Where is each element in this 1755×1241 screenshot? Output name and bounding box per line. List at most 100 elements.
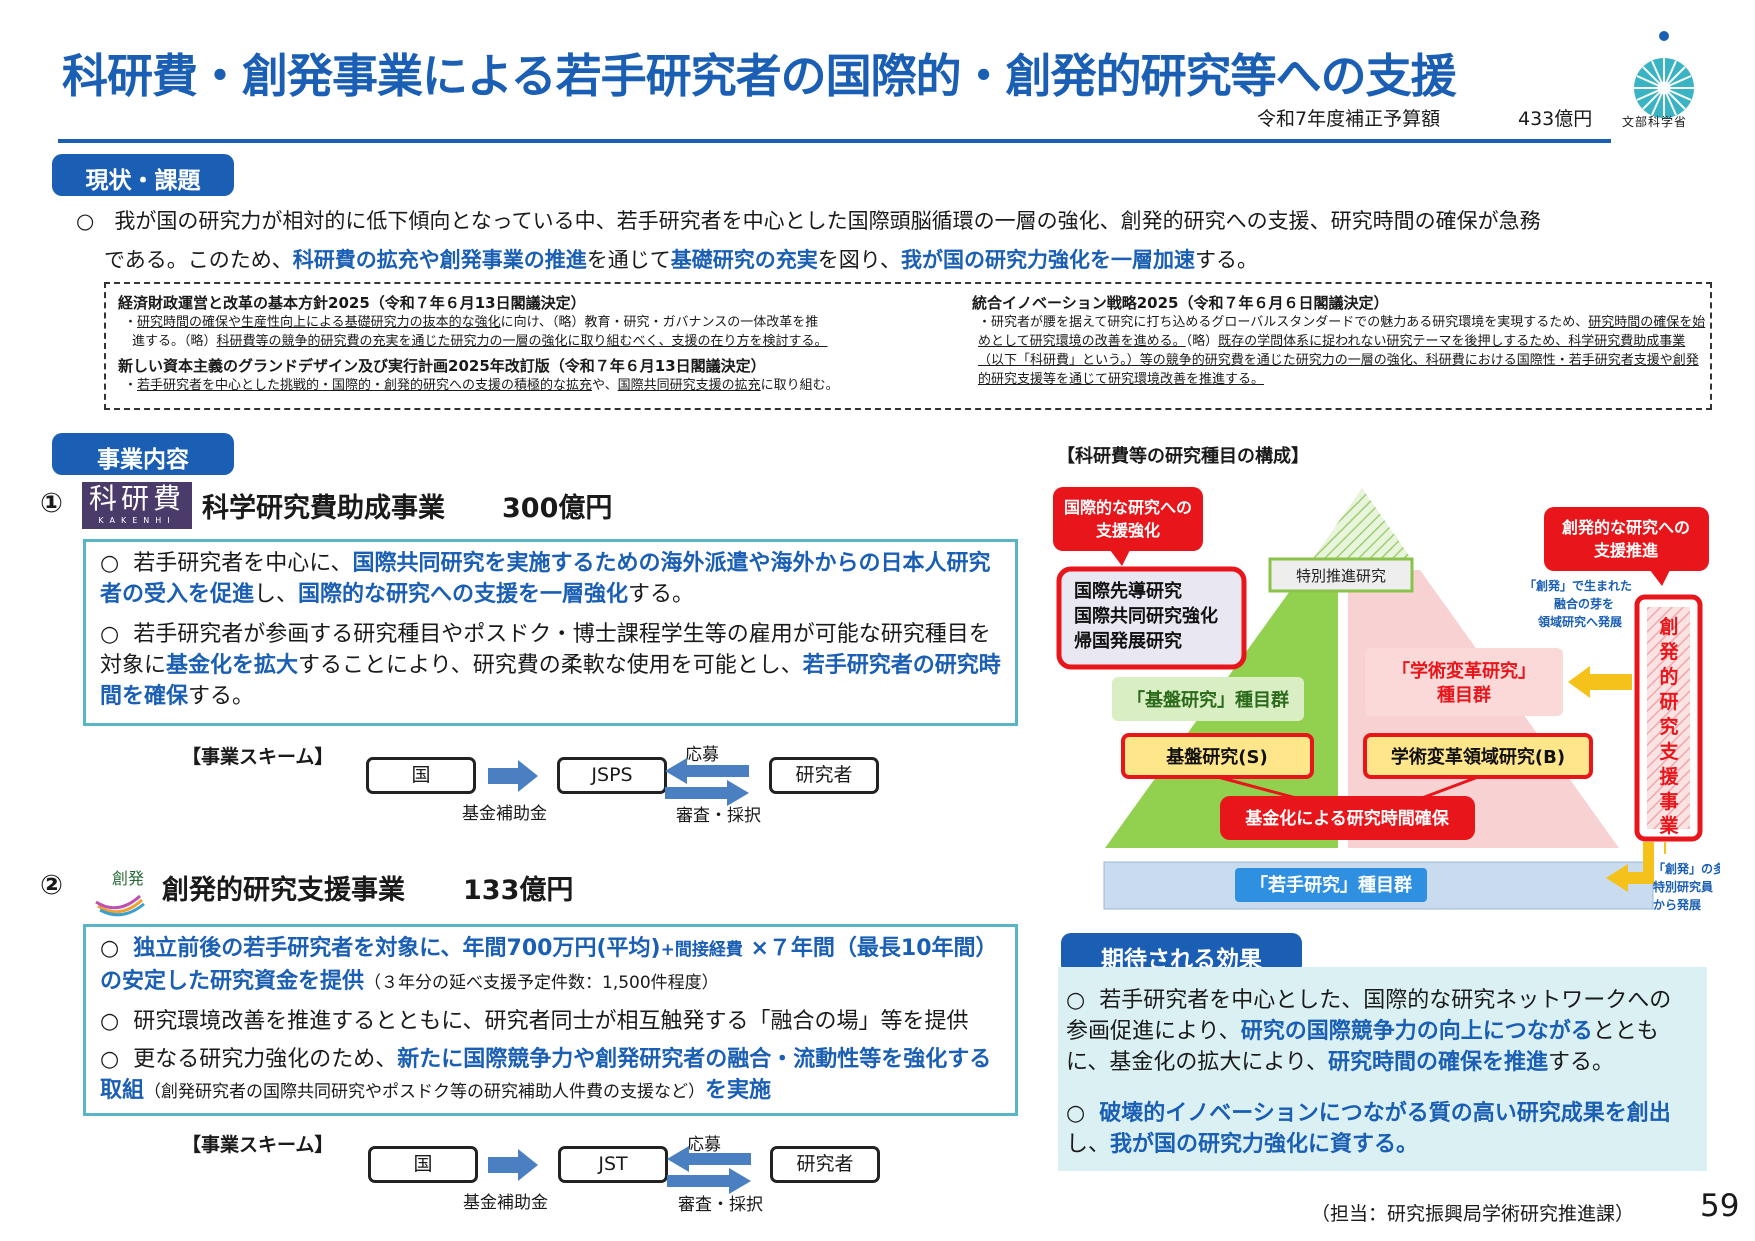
budget-label: 令和7年度補正予算額 [1257, 108, 1441, 130]
special-label-box [1268, 557, 1414, 593]
program-1-title: 科学研究費助成事業 [202, 493, 445, 524]
scheme-2-to-box: 研究者 [770, 1146, 880, 1183]
sohatsu-support-bubble [1544, 507, 1709, 571]
kiban-group-box [1112, 677, 1304, 721]
souhatsu-logo-text: 創発 [112, 869, 144, 888]
arrow-up-left-icon [1606, 842, 1654, 892]
arrow-left-icon [1568, 666, 1632, 698]
arrow-left-icon [667, 1146, 751, 1172]
program-2-details: ○ 独立前後の若手研究者を対象に、年間700万円(平均)+間接経費 ×７年間（最… [83, 924, 1018, 1116]
intl-list-item-1: 国際先導研究 [1074, 580, 1182, 602]
scheme-1-review: 審査・採択 [676, 806, 761, 826]
intro-text-5: する。 [1194, 248, 1258, 272]
arrow-right-icon [488, 760, 538, 792]
svg-text:援: 援 [1659, 765, 1679, 788]
souhatsu-logo-icon: 創発 [95, 869, 145, 917]
policy-2-title: 新しい資本主義のグランドデザイン及び実行計画2025年改訂版（令和７年６月13日… [118, 357, 766, 375]
bullet: ○ [76, 209, 95, 233]
intro-text: ○ 我が国の研究力が相対的に低下傾向となっている中、若手研究者を中心とした国際頭… [76, 202, 1686, 280]
intl-list-item-3: 帰国発展研究 [1074, 630, 1182, 652]
effect-2: ○ 破壊的イノベーションにつながる質の高い研究成果を創出し、我が国の研究力強化に… [1066, 1101, 1671, 1157]
sohatsu-note-2: 融合の芽を [1554, 596, 1614, 611]
intro-text-1: 我が国の研究力が相対的に低下傾向となっている中、若手研究者を中心とした国際頭脳循… [114, 209, 1541, 233]
scheme-1-mid-box: JSPS [557, 757, 667, 794]
intl-support-text: 国際的な研究への [1064, 498, 1192, 517]
title-divider [58, 139, 1611, 143]
intro-text-2: である。このため、 [104, 248, 293, 272]
scheme-1-label: 【事業スキーム】 [182, 746, 334, 768]
ministry-logo-icon [1634, 31, 1694, 118]
section-tag-content: 事業内容 [52, 433, 234, 475]
kiban-group-label: 「基盤研究」種目群 [1127, 689, 1289, 711]
policy-1-text: ・研究時間の確保や生産性向上による基礎研究力の抜本的な強化に向け、（略）教育・研… [124, 315, 828, 349]
effects-box: ○ 若手研究者を中心とした、国際的な研究ネットワークへの参画促進により、研究の国… [1058, 967, 1707, 1171]
budget-value: 433億円 [1518, 108, 1593, 130]
program-2-number: ② [40, 870, 63, 901]
intl-support-text-2: 支援強化 [1095, 521, 1160, 540]
svg-text:究: 究 [1659, 715, 1678, 738]
scheme-2-mid-box: JST [558, 1146, 668, 1183]
scheme-2-from-box: 国 [368, 1146, 478, 1183]
program-1-number: ① [40, 488, 63, 519]
pyramid-special-area [1312, 488, 1412, 560]
arrow-left-icon [665, 758, 749, 784]
scheme-1-apply: 応募 [685, 745, 719, 765]
gakujutsu-group-label-2: 種目群 [1437, 684, 1491, 706]
policy-3-title: 統合イノベーション戦略2025（令和７年６月６日閣議決定） [972, 294, 1389, 312]
wakate-label: 「若手研究」種目群 [1250, 874, 1412, 896]
special-label: 特別推進研究 [1296, 567, 1386, 585]
sohatsu-note-1: 「創発」で生まれた [1524, 578, 1632, 593]
sohatsu-support-text-1: 創発的な研究への [1561, 518, 1690, 537]
fund-time-box [1220, 796, 1475, 840]
policy-right-column: 統合イノベーション戦略2025（令和７年６月６日閣議決定） ・研究者が腰を据えて… [972, 292, 1707, 389]
page-number: 59 [1700, 1188, 1740, 1224]
intro-highlight-2: 基礎研究の充実 [670, 248, 818, 272]
kakenhi-logo-sub: KAKENHI [98, 516, 176, 525]
arrow-right-icon [488, 1149, 538, 1181]
intl-support-bubble [1053, 487, 1203, 551]
policy-3-text: ・研究者が腰を据えて研究に打ち込めるグローバルスタンダードでの魅力ある研究環境を… [978, 315, 1706, 387]
svg-text:業: 業 [1658, 814, 1679, 837]
svg-text:事: 事 [1659, 790, 1678, 813]
sohatsu-bottom-1: 「創発」の多くが [1653, 861, 1720, 876]
intro-text-3: を通じて [586, 248, 671, 272]
program-2-amount: 133億円 [463, 875, 574, 906]
arrow-right-icon [667, 1168, 751, 1194]
scheme-2-grant: 基金補助金 [463, 1193, 548, 1213]
sohatsu-support-text-2: 支援推進 [1593, 541, 1658, 560]
program-1-details: ○ 若手研究者を中心に、国際共同研究を実施するための海外派遣や海外からの日本人研… [83, 539, 1018, 726]
policy-references-box: 経済財政運営と改革の基本方針2025（令和７年６月13日閣議決定） ・研究時間の… [104, 282, 1712, 410]
program-1-bullet-2: ○ 若手研究者が参画する研究種目やポスドク・博士課程学生等の雇用が可能な研究種目… [100, 622, 1001, 709]
fund-time-label: 基金化による研究時間確保 [1244, 808, 1449, 829]
program-1-bullet-1: ○ 若手研究者を中心に、国際共同研究を実施するための海外派遣や海外からの日本人研… [100, 551, 991, 607]
effect-1: ○ 若手研究者を中心とした、国際的な研究ネットワークへの参画促進により、研究の国… [1066, 988, 1672, 1075]
svg-text:的: 的 [1659, 665, 1678, 688]
sohatsu-bottom-2: 特別研究員 [1653, 879, 1713, 894]
scheme-1-from-box: 国 [366, 757, 476, 794]
policy-left-column: 経済財政運営と改革の基本方針2025（令和７年６月13日閣議決定） ・研究時間の… [118, 292, 968, 395]
program-2-title: 創発的研究支援事業 [162, 875, 405, 906]
svg-text:研: 研 [1659, 691, 1678, 713]
scheme-2-apply: 応募 [687, 1135, 721, 1155]
wakate-label-box [1235, 868, 1427, 902]
research-category-diagram: 国際的な研究への 支援強化 国際先導研究 国際共同研究強化 帰国発展研究 特別推… [1053, 487, 1720, 912]
intl-list-item-2: 国際共同研究強化 [1074, 605, 1218, 627]
program-2-bullet-3: ○ 更なる研究力強化のため、新たに国際競争力や創発研究者の融合・流動性等を強化す… [100, 1047, 992, 1103]
kakenhi-logo: 科研費 KAKENHI [82, 482, 192, 529]
sohatsu-note-3: 領域研究へ発展 [1537, 614, 1622, 629]
kiban-s-box [1121, 733, 1314, 779]
svg-text:発: 発 [1658, 640, 1679, 663]
program-1-amount: 300億円 [502, 493, 613, 524]
svg-text:創: 創 [1659, 615, 1678, 638]
kakenhi-logo-main: 科研費 [88, 482, 185, 515]
structure-title: 【科研費等の研究種目の構成】 [1057, 446, 1309, 467]
intl-list-box [1056, 566, 1247, 670]
page-title: 科研費・創発事業による若手研究者の国際的・創発的研究等への支援 [62, 49, 1457, 103]
intro-highlight-3: 我が国の研究力強化を一層加速 [900, 248, 1195, 272]
scheme-1-to-box: 研究者 [769, 757, 879, 794]
policy-2-text: ・若手研究者を中心とした挑戦的・国際的・創発的研究への支援の積極的な拡充や、国際… [124, 378, 839, 393]
scheme-2-label: 【事業スキーム】 [182, 1134, 334, 1156]
program-2-bullet-1: ○ 独立前後の若手研究者を対象に、年間700万円(平均)+間接経費 ×７年間（最… [100, 936, 998, 994]
section-tag-current: 現状・課題 [52, 154, 234, 196]
gakujutsu-group-box [1365, 648, 1563, 716]
